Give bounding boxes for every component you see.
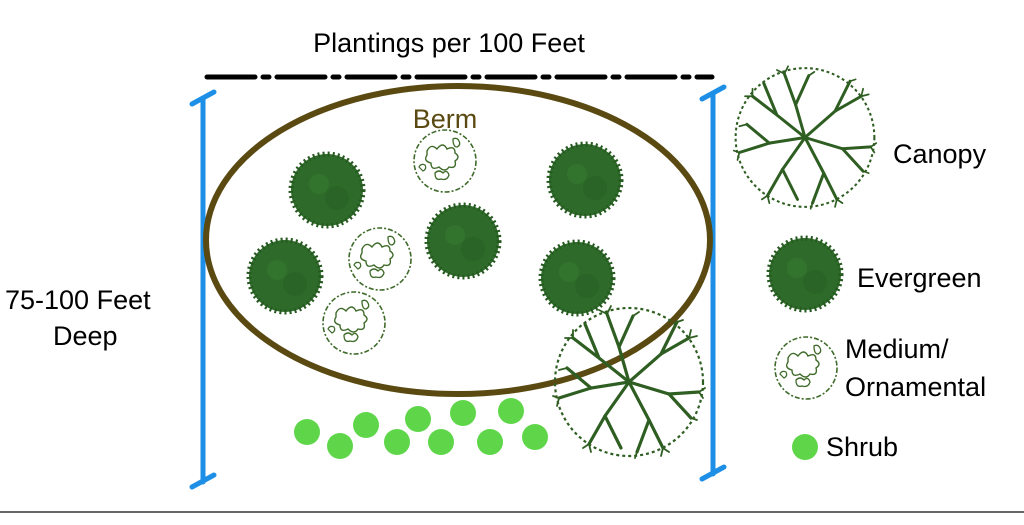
canopy-tree-icon xyxy=(732,64,878,211)
legend-medium-label: Medium/ Ornamental xyxy=(845,334,986,402)
shrub-icon xyxy=(428,429,454,455)
shrub-icon xyxy=(384,429,410,455)
evergreen-tree-icon xyxy=(549,144,621,216)
evergreen-tree-icon xyxy=(249,240,321,312)
ornamental-tree-icon xyxy=(348,227,412,291)
shrub-icon xyxy=(450,400,476,426)
shrub-icon xyxy=(792,434,818,460)
evergreen-tree-icon xyxy=(427,205,499,277)
evergreen-tree-icon xyxy=(769,238,841,310)
shrub-icon xyxy=(405,406,431,432)
shrub-row xyxy=(294,398,548,459)
shrub-icon xyxy=(498,398,524,424)
shrub-icon xyxy=(294,419,320,445)
berm-outline xyxy=(203,83,713,397)
shrub-icon xyxy=(327,433,353,459)
legend: Canopy Evergreen Medium/ Ornamental Shru… xyxy=(732,64,987,462)
depth-label-line2: Deep xyxy=(53,321,118,351)
evergreen-tree-icon xyxy=(541,242,613,314)
ornamental-tree-icon xyxy=(774,336,838,400)
depth-bar-left xyxy=(189,89,217,490)
depth-bar-right xyxy=(699,84,727,482)
shrub-icon xyxy=(522,424,548,450)
legend-shrub-label: Shrub xyxy=(826,432,898,462)
legend-canopy-label: Canopy xyxy=(893,139,987,169)
ornamental-tree-icon xyxy=(413,129,477,193)
depth-label-line1: 75-100 Feet xyxy=(5,285,151,315)
shrub-icon xyxy=(477,429,503,455)
legend-medium-line2: Ornamental xyxy=(845,372,986,402)
ornamental-tree-icon xyxy=(322,291,386,355)
shrub-icon xyxy=(353,412,379,438)
berm-label: Berm xyxy=(413,104,478,134)
canopy-tree-icon xyxy=(551,304,707,460)
diagram-title: Plantings per 100 Feet xyxy=(313,28,585,58)
evergreen-tree-icon xyxy=(291,154,363,226)
depth-label: 75-100 Feet Deep xyxy=(5,285,158,351)
legend-evergreen-label: Evergreen xyxy=(857,263,982,293)
legend-medium-line1: Medium/ xyxy=(845,334,949,364)
